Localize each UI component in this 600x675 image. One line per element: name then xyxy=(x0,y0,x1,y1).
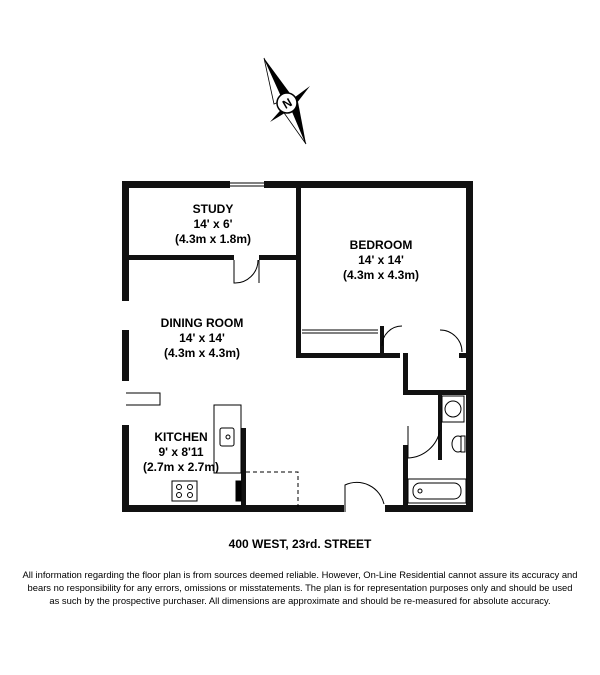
kitchen-size-m: (2.7m x 2.7m) xyxy=(143,460,219,474)
floor-plan: N xyxy=(122,57,473,512)
north-arrow-icon: N xyxy=(263,57,310,145)
kitchen-fixtures xyxy=(171,404,242,502)
disclaimer-text: All information regarding the floor plan… xyxy=(22,569,578,606)
bedroom-size-m: (4.3m x 4.3m) xyxy=(343,268,419,282)
bathroom-fixtures xyxy=(407,395,467,504)
kitchen-size-ft: 9' x 8'11 xyxy=(158,445,203,459)
bedroom-name: BEDROOM xyxy=(350,238,413,252)
dining-size-m: (4.3m x 4.3m) xyxy=(164,346,240,360)
study-name: STUDY xyxy=(193,202,234,216)
doors xyxy=(126,259,463,512)
study-size-m: (4.3m x 1.8m) xyxy=(175,232,251,246)
walls xyxy=(122,181,473,512)
study-size-ft: 14' x 6' xyxy=(193,217,232,231)
bedroom-size-ft: 14' x 14' xyxy=(358,253,404,267)
dining-name: DINING ROOM xyxy=(161,316,244,330)
property-address: 400 WEST, 23rd. STREET xyxy=(228,537,372,551)
windows xyxy=(230,182,264,187)
dining-size-ft: 14' x 14' xyxy=(179,331,225,345)
kitchen-name: KITCHEN xyxy=(154,430,207,444)
